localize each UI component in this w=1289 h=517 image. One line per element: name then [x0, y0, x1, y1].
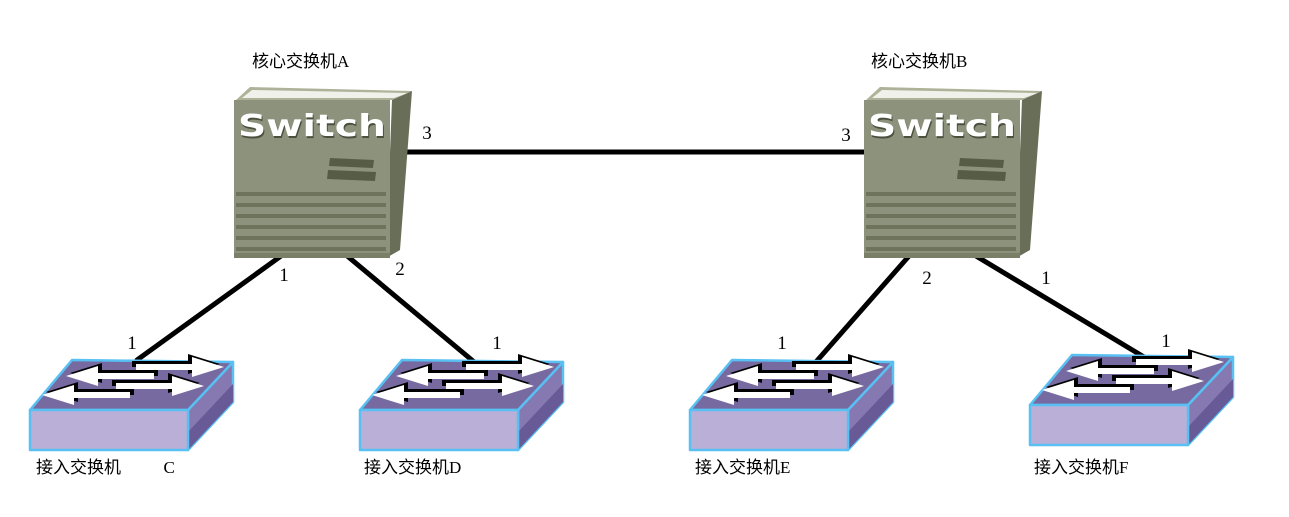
- access-switch-e: [688, 354, 895, 454]
- port-label-coreA-2: 2: [395, 259, 405, 280]
- core-device-text: Switch: [868, 109, 1016, 144]
- core-switch-icon: Switch Switch: [234, 87, 412, 258]
- port-label-coreA-1: 1: [279, 265, 289, 286]
- access-switch-d: [358, 354, 565, 454]
- core-device-text-shadow: Switch: [869, 111, 1017, 146]
- port-label-accessD-1: 1: [492, 333, 502, 354]
- access-front-face: [28, 408, 190, 452]
- core-vents: [866, 192, 1016, 251]
- core-vents: [236, 192, 386, 251]
- link-coreB-accessF: [973, 253, 1147, 360]
- port-label-coreB-2: 2: [922, 268, 932, 289]
- core-switch-a: Switch Switch: [234, 86, 416, 262]
- core-device-text-shadow: Switch: [239, 111, 387, 146]
- access-switch-d-label: 接入交换机D: [364, 458, 462, 477]
- core-side-face: [1016, 91, 1042, 258]
- access-front-face: [688, 408, 850, 452]
- access-side-shade: [848, 384, 893, 450]
- core-top-stripe: [242, 90, 408, 98]
- access-switch-icon: [28, 354, 235, 452]
- core-side-face: [386, 91, 412, 258]
- core-switch-icon: Switch Switch: [864, 87, 1042, 258]
- access-switch-f-label: 接入交换机F: [1034, 458, 1129, 477]
- core-bottom-edge: [864, 253, 1020, 258]
- port-label-coreA-3: 3: [422, 123, 432, 144]
- port-label-accessC-1: 1: [127, 333, 137, 354]
- core-switch-a-label: 核心交换机A: [252, 52, 350, 71]
- core-logo-badge: [327, 158, 376, 181]
- port-label-accessF-1: 1: [1161, 331, 1171, 352]
- access-front-face: [1028, 403, 1190, 447]
- link-coreA-accessD: [343, 252, 482, 369]
- access-side-shade: [188, 384, 233, 450]
- core-logo-badge: [957, 158, 1006, 181]
- core-switch-b: Switch Switch: [864, 86, 1046, 262]
- access-switch-icon: [358, 354, 565, 452]
- access-switch-c: [28, 354, 235, 454]
- link-coreA-accessC: [134, 253, 284, 363]
- core-device-text: Switch: [238, 109, 386, 144]
- access-switch-c-label: 接入交换机 C: [36, 458, 175, 477]
- access-side-shade: [1188, 379, 1233, 445]
- core-switch-b-label: 核心交换机B: [871, 52, 968, 71]
- core-top-stripe: [872, 90, 1038, 98]
- access-switch-e-label: 接入交换机E: [695, 458, 791, 477]
- access-side-shade: [518, 384, 563, 450]
- core-bottom-edge: [234, 253, 390, 258]
- port-label-coreB-1: 1: [1041, 268, 1051, 289]
- access-front-face: [358, 408, 520, 452]
- link-coreB-accessE: [812, 253, 912, 366]
- port-label-coreB-3: 3: [841, 125, 851, 146]
- access-switch-icon: [688, 354, 895, 452]
- access-switch-icon: [1028, 349, 1235, 447]
- access-switch-f: [1028, 349, 1235, 449]
- port-label-accessE-1: 1: [777, 333, 787, 354]
